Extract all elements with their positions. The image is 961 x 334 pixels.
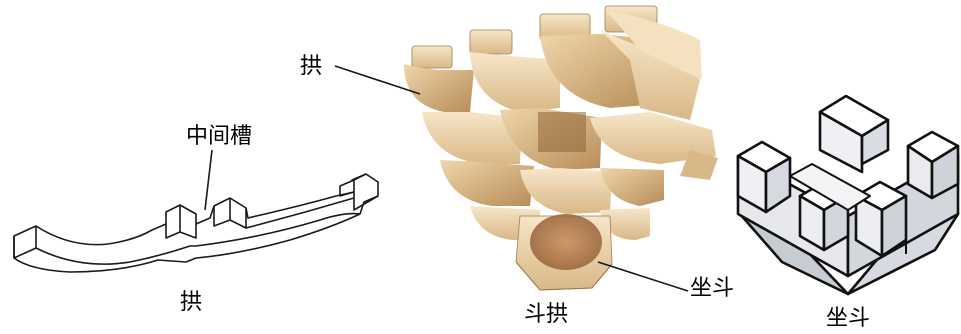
label-zuodou-pointer: 坐斗 xyxy=(690,278,734,300)
label-gong-top: 拱 xyxy=(300,56,322,78)
label-zuodou-bottom: 坐斗 xyxy=(826,308,870,330)
label-middle-slot: 中间槽 xyxy=(186,126,252,148)
label-gong-bottom: 拱 xyxy=(180,292,202,314)
label-dougong: 斗拱 xyxy=(524,304,568,326)
